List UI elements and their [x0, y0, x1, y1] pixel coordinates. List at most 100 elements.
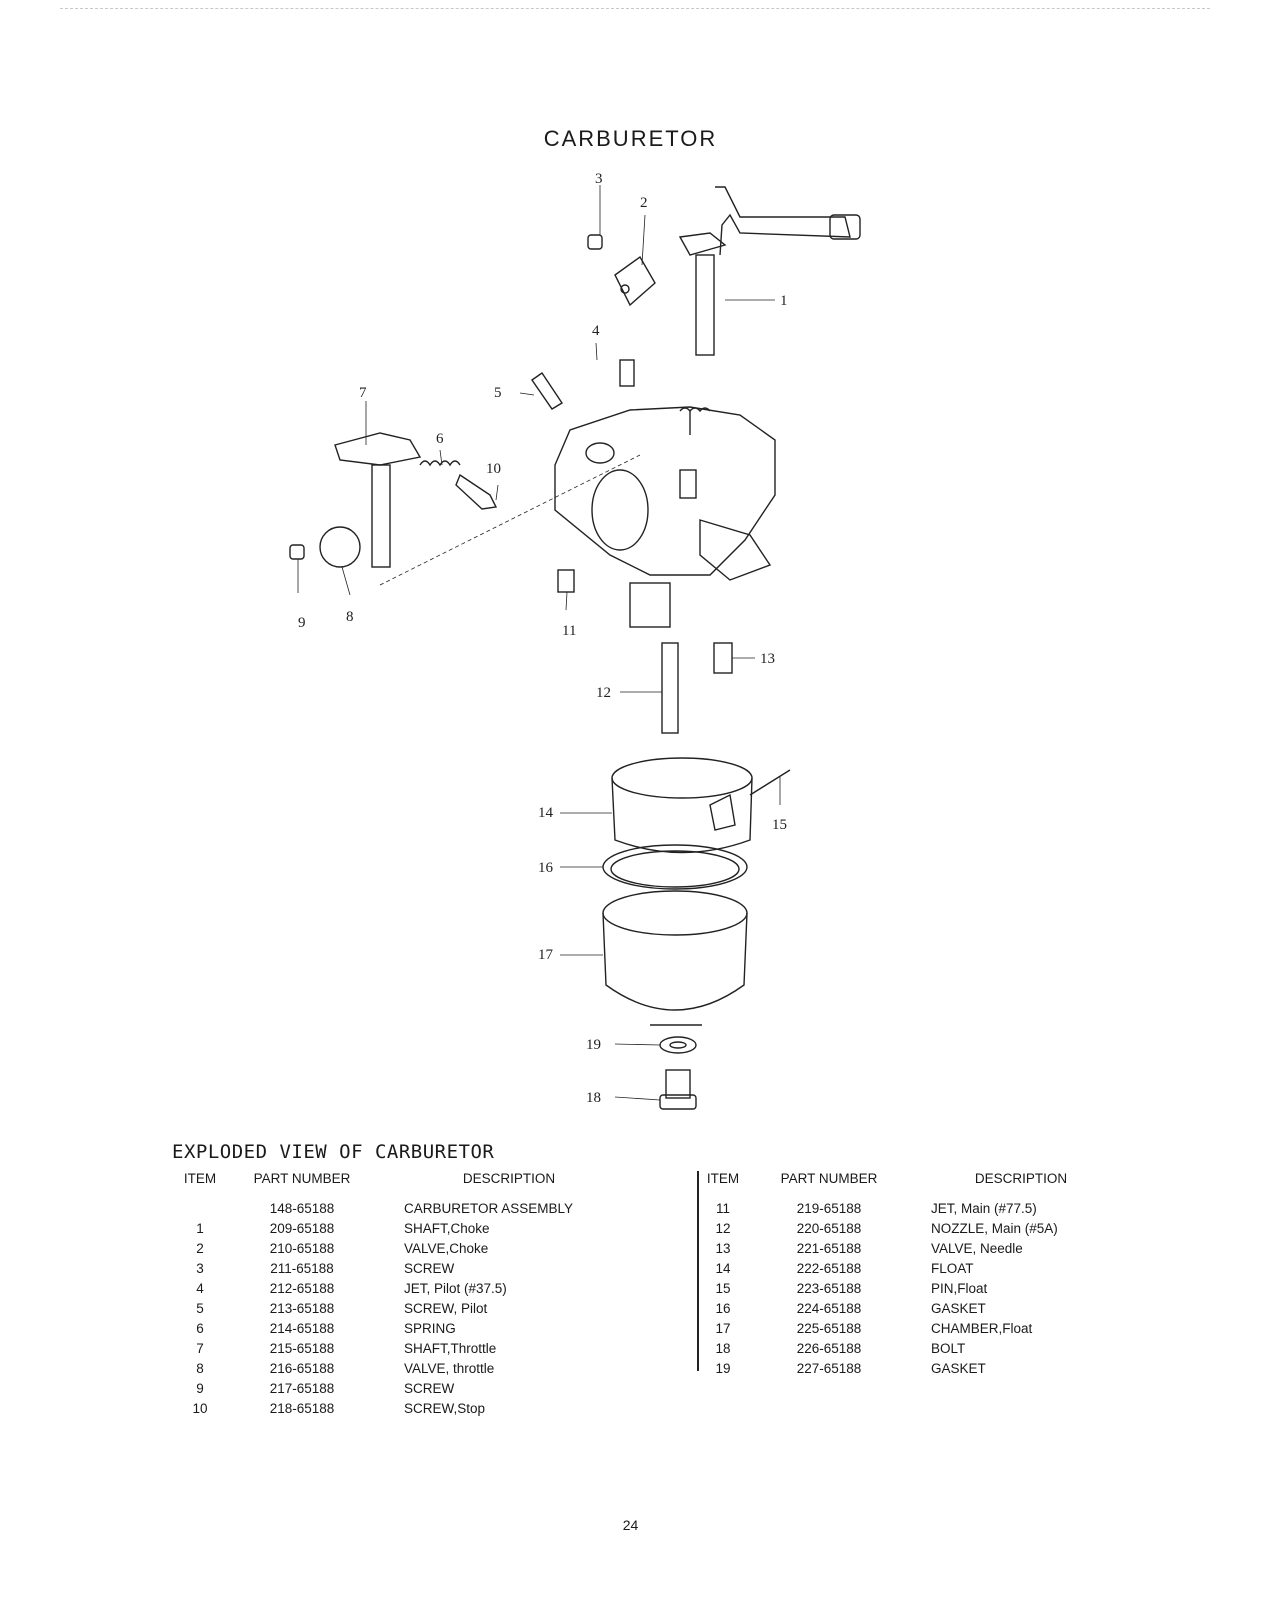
callout-15: 15	[772, 817, 787, 833]
scan-artifact-line	[60, 8, 1210, 10]
page-number: 24	[622, 1517, 639, 1533]
item-cell: 17	[715, 1321, 731, 1336]
float-chamber-part	[602, 890, 748, 1026]
description-cell: SCREW,Stop	[404, 1401, 486, 1416]
description-cell: PIN,Float	[931, 1281, 988, 1296]
part-number-cell: 210-65188	[269, 1241, 335, 1256]
item-cell: 2	[196, 1241, 204, 1256]
item-cell: 18	[715, 1341, 731, 1356]
part-number-cell: 209-65188	[269, 1221, 335, 1236]
part-number-cell: 223-65188	[796, 1281, 862, 1296]
part-number-cell: 213-65188	[269, 1301, 335, 1316]
table-row: 19 227-65188 GASKET	[699, 1361, 1119, 1381]
callout-8: 8	[346, 609, 354, 625]
header-item: ITEM	[706, 1171, 740, 1186]
pilot-screw-part	[531, 372, 563, 410]
item-cell: 4	[196, 1281, 204, 1296]
description-cell: VALVE, throttle	[404, 1361, 495, 1376]
part-number-cell: 148-65188	[269, 1201, 335, 1216]
part-number-cell: 220-65188	[796, 1221, 862, 1236]
table-row: 8 216-65188 VALVE, throttle	[172, 1361, 672, 1381]
exploded-view-diagram: 1 2 3 4 5 6 7 8 9 10 11 12 13 14 15 16 1…	[289, 171, 861, 1110]
item-cell: 19	[715, 1361, 731, 1376]
item-cell: 11	[715, 1201, 730, 1216]
main-nozzle-part	[661, 642, 679, 734]
callout-11: 11	[562, 623, 576, 639]
carburetor-body-part	[554, 406, 776, 628]
part-number-cell: 218-65188	[269, 1401, 335, 1416]
item-cell: 13	[715, 1241, 731, 1256]
throttle-valve-part	[289, 526, 361, 568]
float-part	[611, 757, 753, 854]
header-description: DESCRIPTION	[462, 1171, 556, 1186]
choke-valve-part	[587, 234, 656, 307]
table-row: 148-65188 CARBURETOR ASSEMBLY	[172, 1201, 672, 1221]
description-cell: CHAMBER,Float	[931, 1321, 1033, 1336]
description-cell: NOZZLE, Main (#5A)	[931, 1221, 1058, 1236]
callout-3: 3	[595, 171, 603, 187]
description-cell: CARBURETOR ASSEMBLY	[404, 1201, 574, 1216]
description-cell: SCREW	[404, 1261, 455, 1276]
part-number-cell: 227-65188	[796, 1361, 862, 1376]
table-row: 17 225-65188 CHAMBER,Float	[699, 1321, 1119, 1341]
part-number-cell: 226-65188	[796, 1341, 862, 1356]
pilot-jet-part	[619, 359, 635, 387]
callout-1: 1	[780, 293, 788, 309]
description-cell: SHAFT,Throttle	[404, 1341, 497, 1356]
item-cell: 10	[192, 1401, 208, 1416]
float-gasket-part	[602, 844, 748, 890]
item-cell: 7	[196, 1341, 204, 1356]
part-number-cell: 216-65188	[269, 1361, 335, 1376]
part-number-cell: 221-65188	[796, 1241, 862, 1256]
callout-7: 7	[359, 385, 367, 401]
table-row: 10 218-65188 SCREW,Stop	[172, 1401, 672, 1421]
part-number-cell: 217-65188	[269, 1381, 335, 1396]
callout-19: 19	[586, 1037, 601, 1053]
throttle-shaft-part	[334, 432, 422, 568]
parts-table-left: ITEM PART NUMBER DESCRIPTION 148-65188 CA…	[172, 1171, 672, 1421]
part-number-cell: 225-65188	[796, 1321, 862, 1336]
description-cell: SCREW, Pilot	[404, 1301, 488, 1316]
spring-part	[419, 460, 461, 467]
item-cell: 8	[196, 1361, 204, 1376]
table-row: 2 210-65188 VALVE,Choke	[172, 1241, 672, 1261]
table-row: 7 215-65188 SHAFT,Throttle	[172, 1341, 672, 1361]
header-part-number: PART NUMBER	[780, 1171, 878, 1186]
part-number-cell: 215-65188	[269, 1341, 335, 1356]
callout-10: 10	[486, 461, 501, 477]
callout-5: 5	[494, 385, 502, 401]
description-cell: VALVE, Needle	[931, 1241, 1023, 1256]
header-item: ITEM	[183, 1171, 217, 1186]
table-row: 5 213-65188 SCREW, Pilot	[172, 1301, 672, 1321]
description-cell: VALVE,Choke	[404, 1241, 489, 1256]
part-number-cell: 224-65188	[796, 1301, 862, 1316]
callout-4: 4	[592, 323, 600, 339]
section-heading: EXPLODED VIEW OF CARBURETOR	[172, 1141, 495, 1163]
item-cell: 5	[196, 1301, 204, 1316]
bolt-gasket-part	[659, 1036, 697, 1054]
callout-2: 2	[640, 195, 648, 211]
leader-lines	[297, 185, 781, 1101]
part-number-cell: 212-65188	[269, 1281, 335, 1296]
description-cell: JET, Pilot (#37.5)	[404, 1281, 507, 1296]
description-cell: SPRING	[404, 1321, 456, 1336]
header-part-number: PART NUMBER	[253, 1171, 351, 1186]
main-jet-part	[557, 569, 575, 593]
table-row: 4 212-65188 JET, Pilot (#37.5)	[172, 1281, 672, 1301]
description-cell: GASKET	[931, 1361, 986, 1376]
table-header: ITEM PART NUMBER DESCRIPTION	[172, 1171, 672, 1201]
part-number-cell: 211-65188	[270, 1261, 334, 1276]
item-cell: 15	[715, 1281, 731, 1296]
description-cell: BOLT	[931, 1341, 966, 1356]
table-row: 18 226-65188 BOLT	[699, 1341, 1119, 1361]
needle-valve-part	[713, 642, 733, 674]
item-cell: 16	[715, 1301, 731, 1316]
